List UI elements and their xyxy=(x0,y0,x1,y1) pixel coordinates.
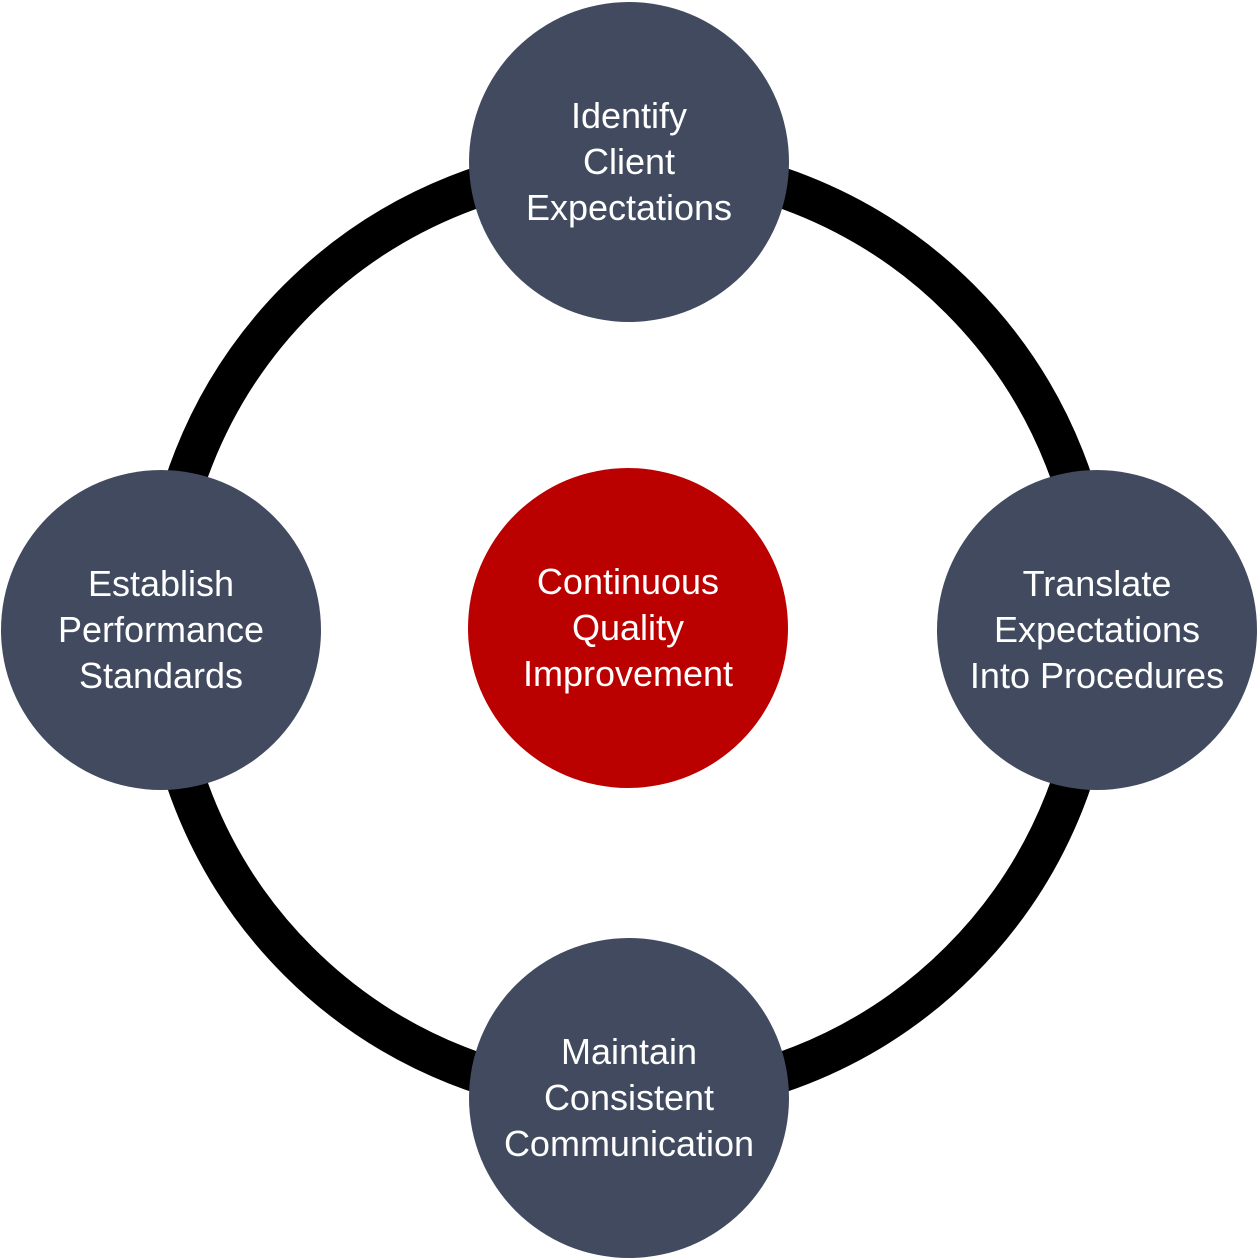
node-identify-client-expectations-label: Identify Client Expectations xyxy=(526,93,732,231)
node-top-line-1: Identify xyxy=(570,95,688,136)
node-translate-expectations: Translate Expectations Into Procedures xyxy=(937,470,1257,790)
node-left-line-2: Performance xyxy=(57,609,265,650)
node-establish-performance-standards: Establish Performance Standards xyxy=(1,470,321,790)
node-top-line-3: Expectations xyxy=(525,187,733,228)
center-line-1: Continuous xyxy=(536,561,720,602)
node-bottom-line-2: Consistent xyxy=(543,1077,715,1118)
node-top-line-2: Client xyxy=(582,141,676,182)
node-maintain-consistent-communication-label: Maintain Consistent Communication xyxy=(504,1029,754,1167)
node-left-line-3: Standards xyxy=(78,655,244,696)
node-bottom-line-1: Maintain xyxy=(560,1031,698,1072)
node-translate-expectations-label: Translate Expectations Into Procedures xyxy=(970,561,1224,699)
center-continuous-quality-improvement: Continuous Quality Improvement xyxy=(468,468,788,788)
node-bottom-line-3: Communication xyxy=(503,1123,755,1164)
node-identify-client-expectations: Identify Client Expectations xyxy=(469,2,789,322)
node-left-line-1: Establish xyxy=(87,563,235,604)
node-right-line-2: Expectations xyxy=(993,609,1201,650)
center-continuous-quality-improvement-label: Continuous Quality Improvement xyxy=(523,559,733,697)
node-right-line-3: Into Procedures xyxy=(969,655,1225,696)
node-establish-performance-standards-label: Establish Performance Standards xyxy=(58,561,264,699)
center-line-3: Improvement xyxy=(522,653,734,694)
center-line-2: Quality xyxy=(571,607,685,648)
node-maintain-consistent-communication: Maintain Consistent Communication xyxy=(469,938,789,1258)
node-right-line-1: Translate xyxy=(1022,563,1172,604)
